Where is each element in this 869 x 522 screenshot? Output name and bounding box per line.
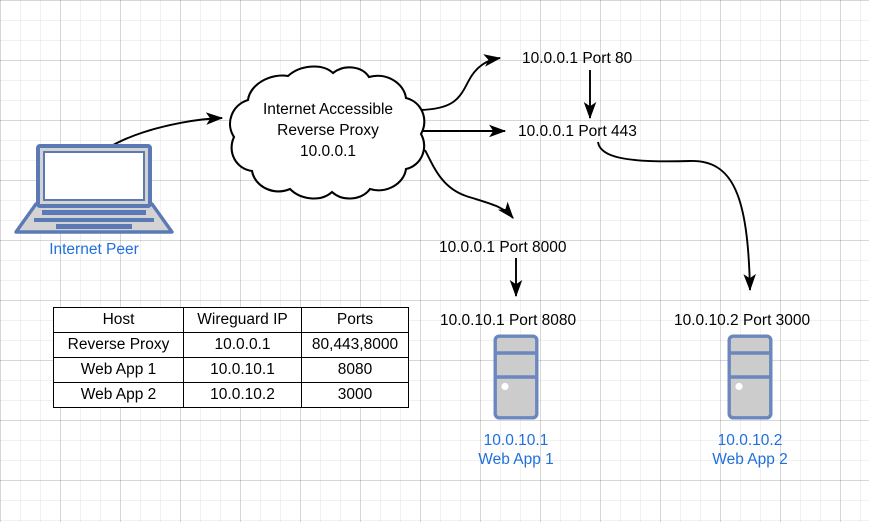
server-ip-web-app-1: 10.0.10.1 [483, 432, 549, 449]
label-port-443: 10.0.0.1 Port 443 [518, 123, 637, 140]
server-icon-web-app-2[interactable] [727, 334, 773, 420]
table-header-host: Host [53, 307, 184, 333]
laptop-icon[interactable] [14, 142, 174, 234]
table-row: Reverse Proxy 10.0.0.1 80,443,8000 [53, 332, 409, 358]
label-webapp2-port: 10.0.10.2 Port 3000 [674, 312, 811, 329]
table-row: Web App 2 10.0.10.2 3000 [53, 382, 409, 408]
edge-proxy-to-port80 [419, 54, 502, 111]
table-cell-ports: 3000 [301, 382, 409, 408]
cloud-label-line1: Internet Accessible [262, 101, 394, 118]
table-cell-host: Web App 1 [53, 357, 184, 383]
table-cell-ports: 8080 [301, 357, 409, 383]
table-header-ports: Ports [301, 307, 409, 333]
server-label-web-app-2: 10.0.10.2 Web App 2 [670, 431, 830, 469]
server-label-web-app-1: 10.0.10.1 Web App 1 [436, 431, 596, 469]
label-port-80: 10.0.0.1 Port 80 [522, 50, 633, 67]
table-header-wireguard-ip: Wireguard IP [183, 307, 302, 333]
cloud-label-line2: Reverse Proxy [277, 122, 379, 139]
host-table: Host Wireguard IP Ports Reverse Proxy 10… [53, 307, 409, 408]
label-port-8000: 10.0.0.1 Port 8000 [439, 239, 567, 256]
table-header-row: Host Wireguard IP Ports [53, 307, 409, 333]
table-cell-ip: 10.0.0.1 [183, 332, 302, 358]
label-webapp1-port: 10.0.10.1 Port 8080 [440, 312, 577, 329]
table-cell-host: Reverse Proxy [53, 332, 184, 358]
table-cell-host: Web App 2 [53, 382, 184, 408]
cloud-label-line3: 10.0.0.1 [299, 143, 357, 160]
cloud-label: Internet Accessible Reverse Proxy 10.0.0… [232, 99, 424, 162]
table-cell-ip: 10.0.10.2 [183, 382, 302, 408]
server-name-web-app-2: Web App 2 [712, 451, 788, 468]
edge-proxy-to-port8000 [424, 149, 514, 219]
server-ip-web-app-2: 10.0.10.2 [717, 432, 783, 449]
server-name-web-app-1: Web App 1 [478, 451, 554, 468]
cloud-shape[interactable] [226, 64, 428, 200]
laptop-label: Internet Peer [49, 241, 139, 258]
table-cell-ip: 10.0.10.1 [183, 357, 302, 383]
table-row: Web App 1 10.0.10.1 8080 [53, 357, 409, 383]
server-icon-web-app-1[interactable] [493, 334, 539, 420]
edge-port443-to-webapp2 [597, 141, 756, 292]
table-cell-ports: 80,443,8000 [301, 332, 409, 358]
